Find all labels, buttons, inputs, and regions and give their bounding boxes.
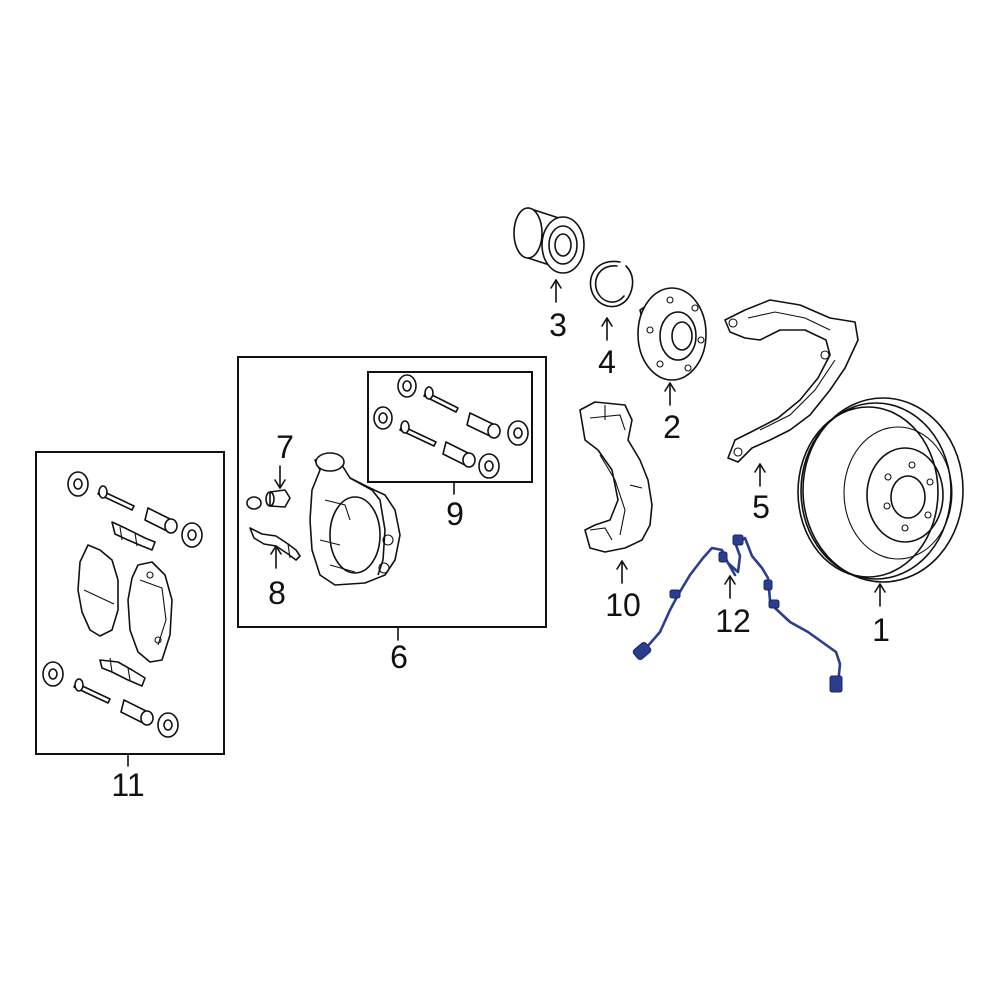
part-10-caliper-bracket[interactable]: [579, 401, 653, 553]
part-7-bleeder-screw[interactable]: [246, 489, 291, 510]
callout-10: 10: [605, 587, 641, 623]
callout-3: 3: [549, 307, 567, 343]
part-6-brake-caliper[interactable]: [309, 452, 401, 586]
callout-leaders: [127, 279, 886, 767]
part-5-splash-shield[interactable]: [724, 299, 859, 463]
callout-11: 11: [111, 767, 144, 803]
callout-12: 12: [715, 603, 751, 639]
callout-6: 6: [390, 639, 408, 675]
callout-8: 8: [268, 575, 286, 611]
callout-1: 1: [872, 612, 890, 648]
part-1-brake-rotor[interactable]: [797, 397, 964, 583]
callout-7: 7: [276, 429, 294, 465]
box-6-caliper-assembly: [237, 356, 547, 628]
part-2-wheel-hub[interactable]: [637, 287, 707, 381]
part-12-abs-sensor[interactable]: [632, 534, 843, 693]
part-8-caliper-clip[interactable]: [249, 527, 301, 561]
part-9-guide-pin-kit[interactable]: [373, 374, 529, 479]
part-4-snap-ring[interactable]: [589, 260, 634, 308]
callout-2: 2: [663, 409, 681, 445]
callout-9: 9: [446, 496, 464, 532]
box-9-guide-pin-kit: [367, 371, 533, 483]
callout-4: 4: [598, 344, 616, 380]
part-11-brake-pad-kit[interactable]: [42, 471, 203, 738]
callout-5: 5: [752, 489, 770, 525]
part-3-wheel-bearing[interactable]: [513, 207, 585, 274]
box-11-brake-pad-kit: [35, 451, 225, 755]
